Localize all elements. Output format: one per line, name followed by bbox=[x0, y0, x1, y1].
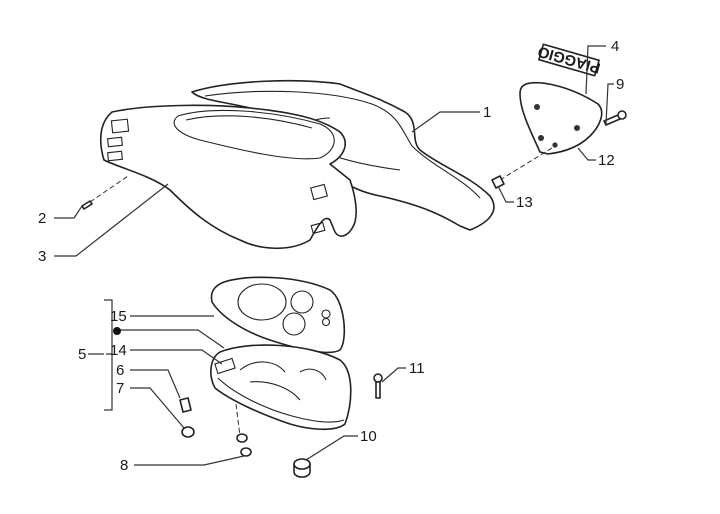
clip-13 bbox=[491, 175, 505, 189]
callout-10: 10 bbox=[360, 428, 377, 445]
callout-3: 3 bbox=[38, 248, 46, 265]
bulb-holder-7 bbox=[181, 426, 195, 438]
callout-4: 4 bbox=[611, 38, 619, 55]
callout-12: 12 bbox=[598, 152, 615, 169]
front-handlebar-cover bbox=[99, 104, 357, 250]
callout-6: 6 bbox=[116, 362, 124, 379]
callout-8: 8 bbox=[120, 457, 128, 474]
callout-11: 11 bbox=[409, 360, 425, 377]
callout-1: 1 bbox=[483, 104, 491, 121]
screw-9 bbox=[603, 110, 627, 126]
badge-text: PIAGGIO bbox=[536, 42, 603, 76]
callout-2: 2 bbox=[38, 210, 46, 227]
speedometer-body bbox=[210, 344, 352, 431]
callout-9: 9 bbox=[616, 76, 624, 93]
bulb-6 bbox=[179, 397, 192, 413]
badge-plate bbox=[499, 82, 603, 181]
nut-8 bbox=[235, 403, 252, 457]
leader-lines bbox=[54, 45, 614, 466]
piaggio-badge: PIAGGIO bbox=[536, 42, 603, 76]
callout-7: 7 bbox=[116, 380, 124, 397]
callout-13: 13 bbox=[516, 194, 533, 211]
instrument-glass bbox=[210, 276, 346, 354]
screw-11 bbox=[373, 373, 383, 399]
callout-5: 5 bbox=[78, 346, 86, 363]
rear-handlebar-cover bbox=[191, 79, 495, 231]
group-marker-dot bbox=[113, 327, 121, 335]
grommet-10 bbox=[293, 458, 311, 478]
screw-2 bbox=[81, 175, 129, 210]
callout-14: 14 bbox=[110, 342, 127, 359]
callout-labels: 1 2 3 4 5 6 7 8 9 10 11 12 13 14 15 bbox=[38, 38, 624, 474]
callout-15: 15 bbox=[110, 308, 127, 325]
